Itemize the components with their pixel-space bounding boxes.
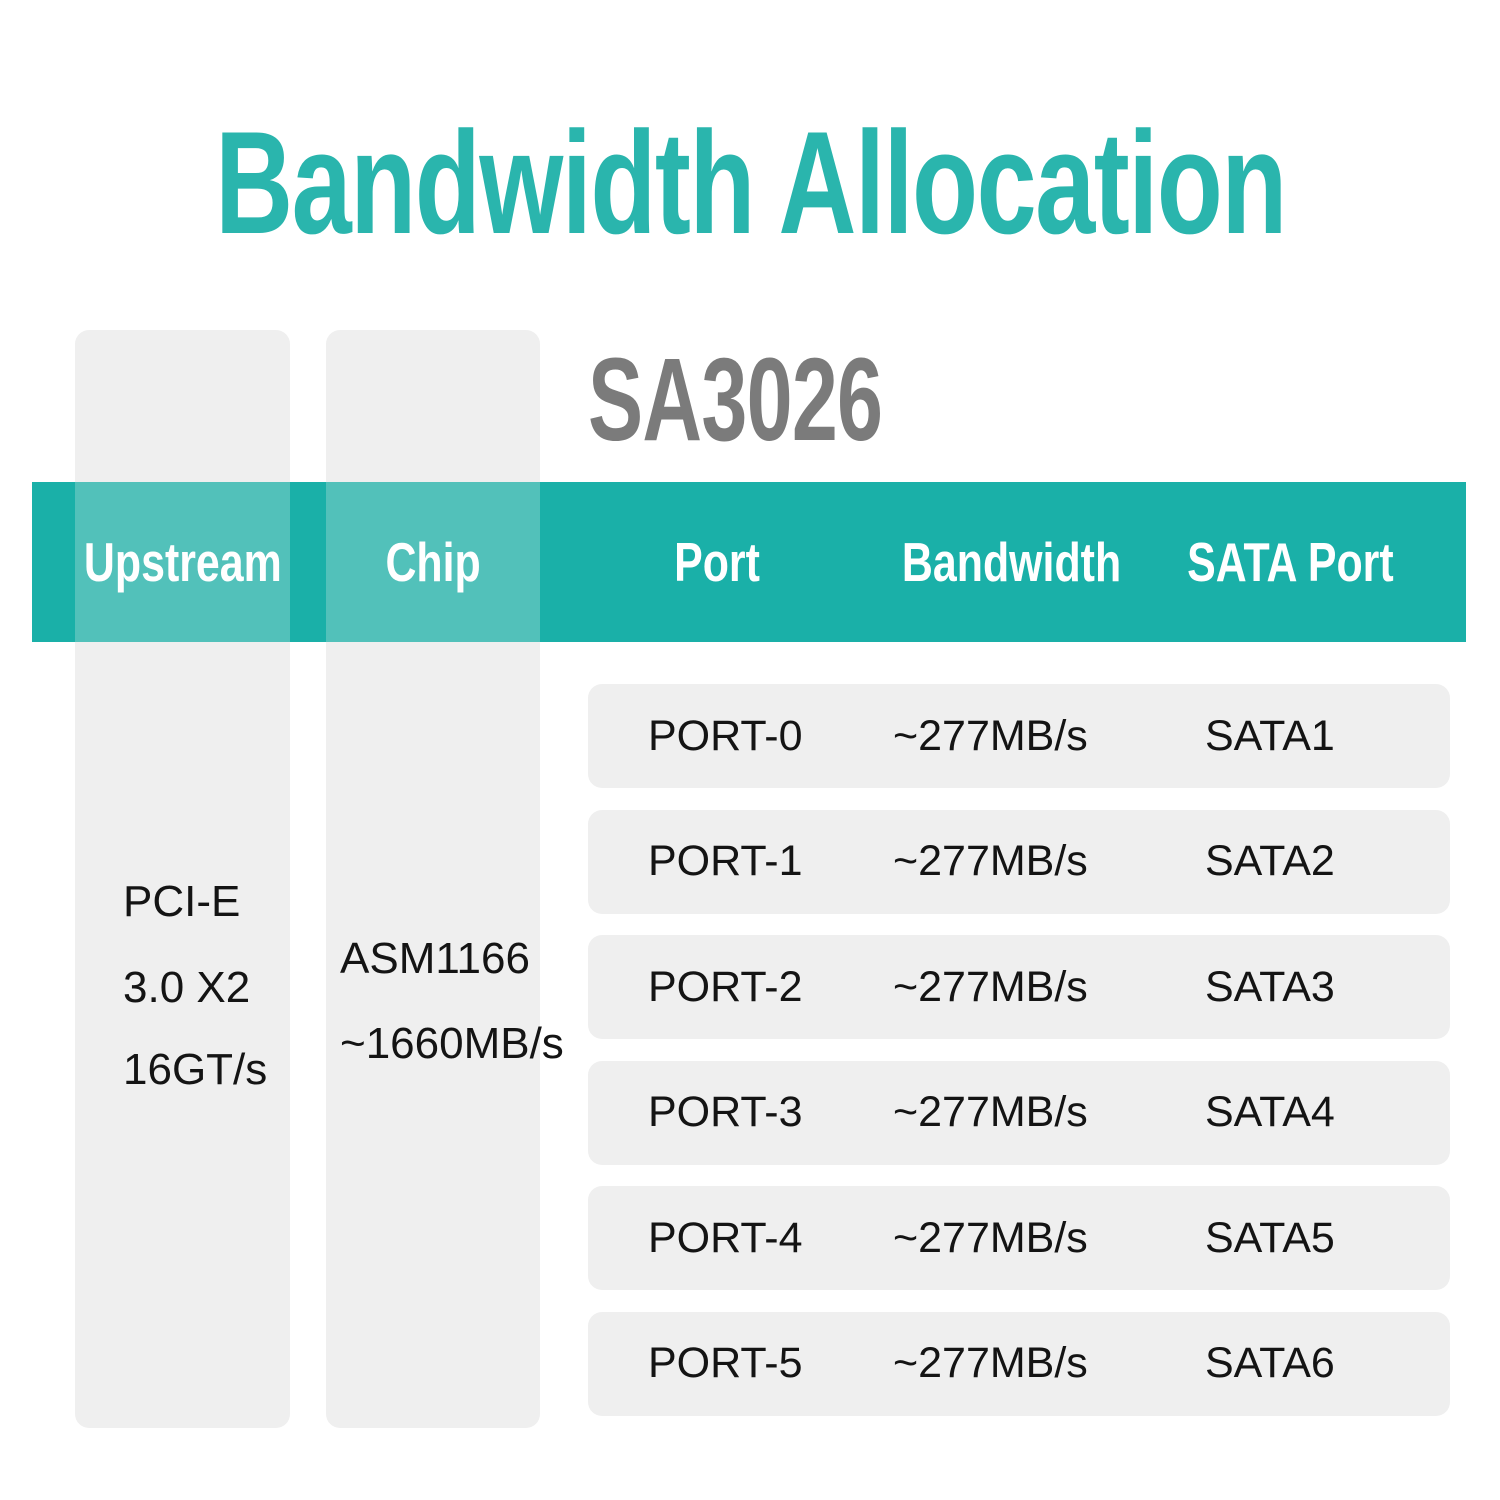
bandwidth-cell: ~277MB/s — [893, 962, 1088, 1011]
band-overlap-chip — [326, 482, 540, 642]
table-header-band: Upstream Chip Port Bandwidth SATA Port — [32, 482, 1466, 642]
column-header-sata-port-text: SATA Port — [1186, 531, 1394, 593]
column-header-port-text: Port — [674, 531, 760, 593]
port-rows-list: PORT-0 ~277MB/s SATA1 PORT-1 ~277MB/s SA… — [588, 684, 1450, 1437]
column-header-port: Port — [597, 482, 837, 642]
port-cell: PORT-5 — [648, 1339, 803, 1387]
sata-port-cell: SATA4 — [1205, 1088, 1335, 1136]
port-cell: PORT-3 — [648, 1088, 803, 1136]
column-header-chip-text: Chip — [385, 531, 481, 593]
bandwidth-cell: ~277MB/s — [893, 711, 1088, 760]
upstream-value-line: PCI-E — [123, 877, 241, 926]
page-title: Bandwidth Allocation — [0, 110, 1500, 256]
product-model-text: SA3026 — [588, 334, 883, 466]
upstream-value-line: 16GT/s — [123, 1045, 268, 1094]
bandwidth-cell: ~277MB/s — [893, 1213, 1088, 1262]
bandwidth-cell: ~277MB/s — [893, 837, 1088, 885]
product-model-title: SA3026 — [588, 341, 1008, 459]
upstream-value-line: 3.0 X2 — [123, 963, 251, 1012]
page-title-text: Bandwidth Allocation — [214, 101, 1287, 264]
band-overlap-upstream — [75, 482, 290, 642]
sata-port-cell: SATA1 — [1205, 711, 1335, 760]
port-cell: PORT-0 — [648, 711, 803, 760]
column-header-sata-port: SATA Port — [1170, 482, 1410, 642]
column-header-bandwidth: Bandwidth — [892, 482, 1132, 642]
port-cell: PORT-1 — [648, 837, 803, 885]
bandwidth-cell: ~277MB/s — [893, 1339, 1088, 1387]
table-row: PORT-0 ~277MB/s SATA1 — [588, 684, 1450, 788]
table-row: PORT-2 ~277MB/s SATA3 — [588, 935, 1450, 1039]
column-header-chip: Chip — [326, 482, 540, 642]
table-row: PORT-1 ~277MB/s SATA2 — [588, 809, 1450, 914]
column-header-upstream: Upstream — [75, 482, 290, 642]
sata-port-cell: SATA6 — [1205, 1339, 1335, 1387]
column-header-bandwidth-text: Bandwidth — [902, 531, 1122, 593]
sata-port-cell: SATA5 — [1205, 1213, 1335, 1262]
table-row: PORT-4 ~277MB/s SATA5 — [588, 1186, 1450, 1290]
sata-port-cell: SATA2 — [1205, 837, 1335, 885]
table-row: PORT-5 ~277MB/s SATA6 — [588, 1311, 1450, 1416]
chip-value-line: ASM1166 — [340, 934, 530, 983]
column-header-upstream-text: Upstream — [83, 531, 282, 593]
table-row: PORT-3 ~277MB/s SATA4 — [588, 1060, 1450, 1165]
chip-value-line: ~1660MB/s — [340, 1019, 564, 1068]
port-cell: PORT-2 — [648, 962, 803, 1011]
sata-port-cell: SATA3 — [1205, 962, 1335, 1011]
bandwidth-cell: ~277MB/s — [893, 1088, 1088, 1136]
port-cell: PORT-4 — [648, 1213, 803, 1262]
